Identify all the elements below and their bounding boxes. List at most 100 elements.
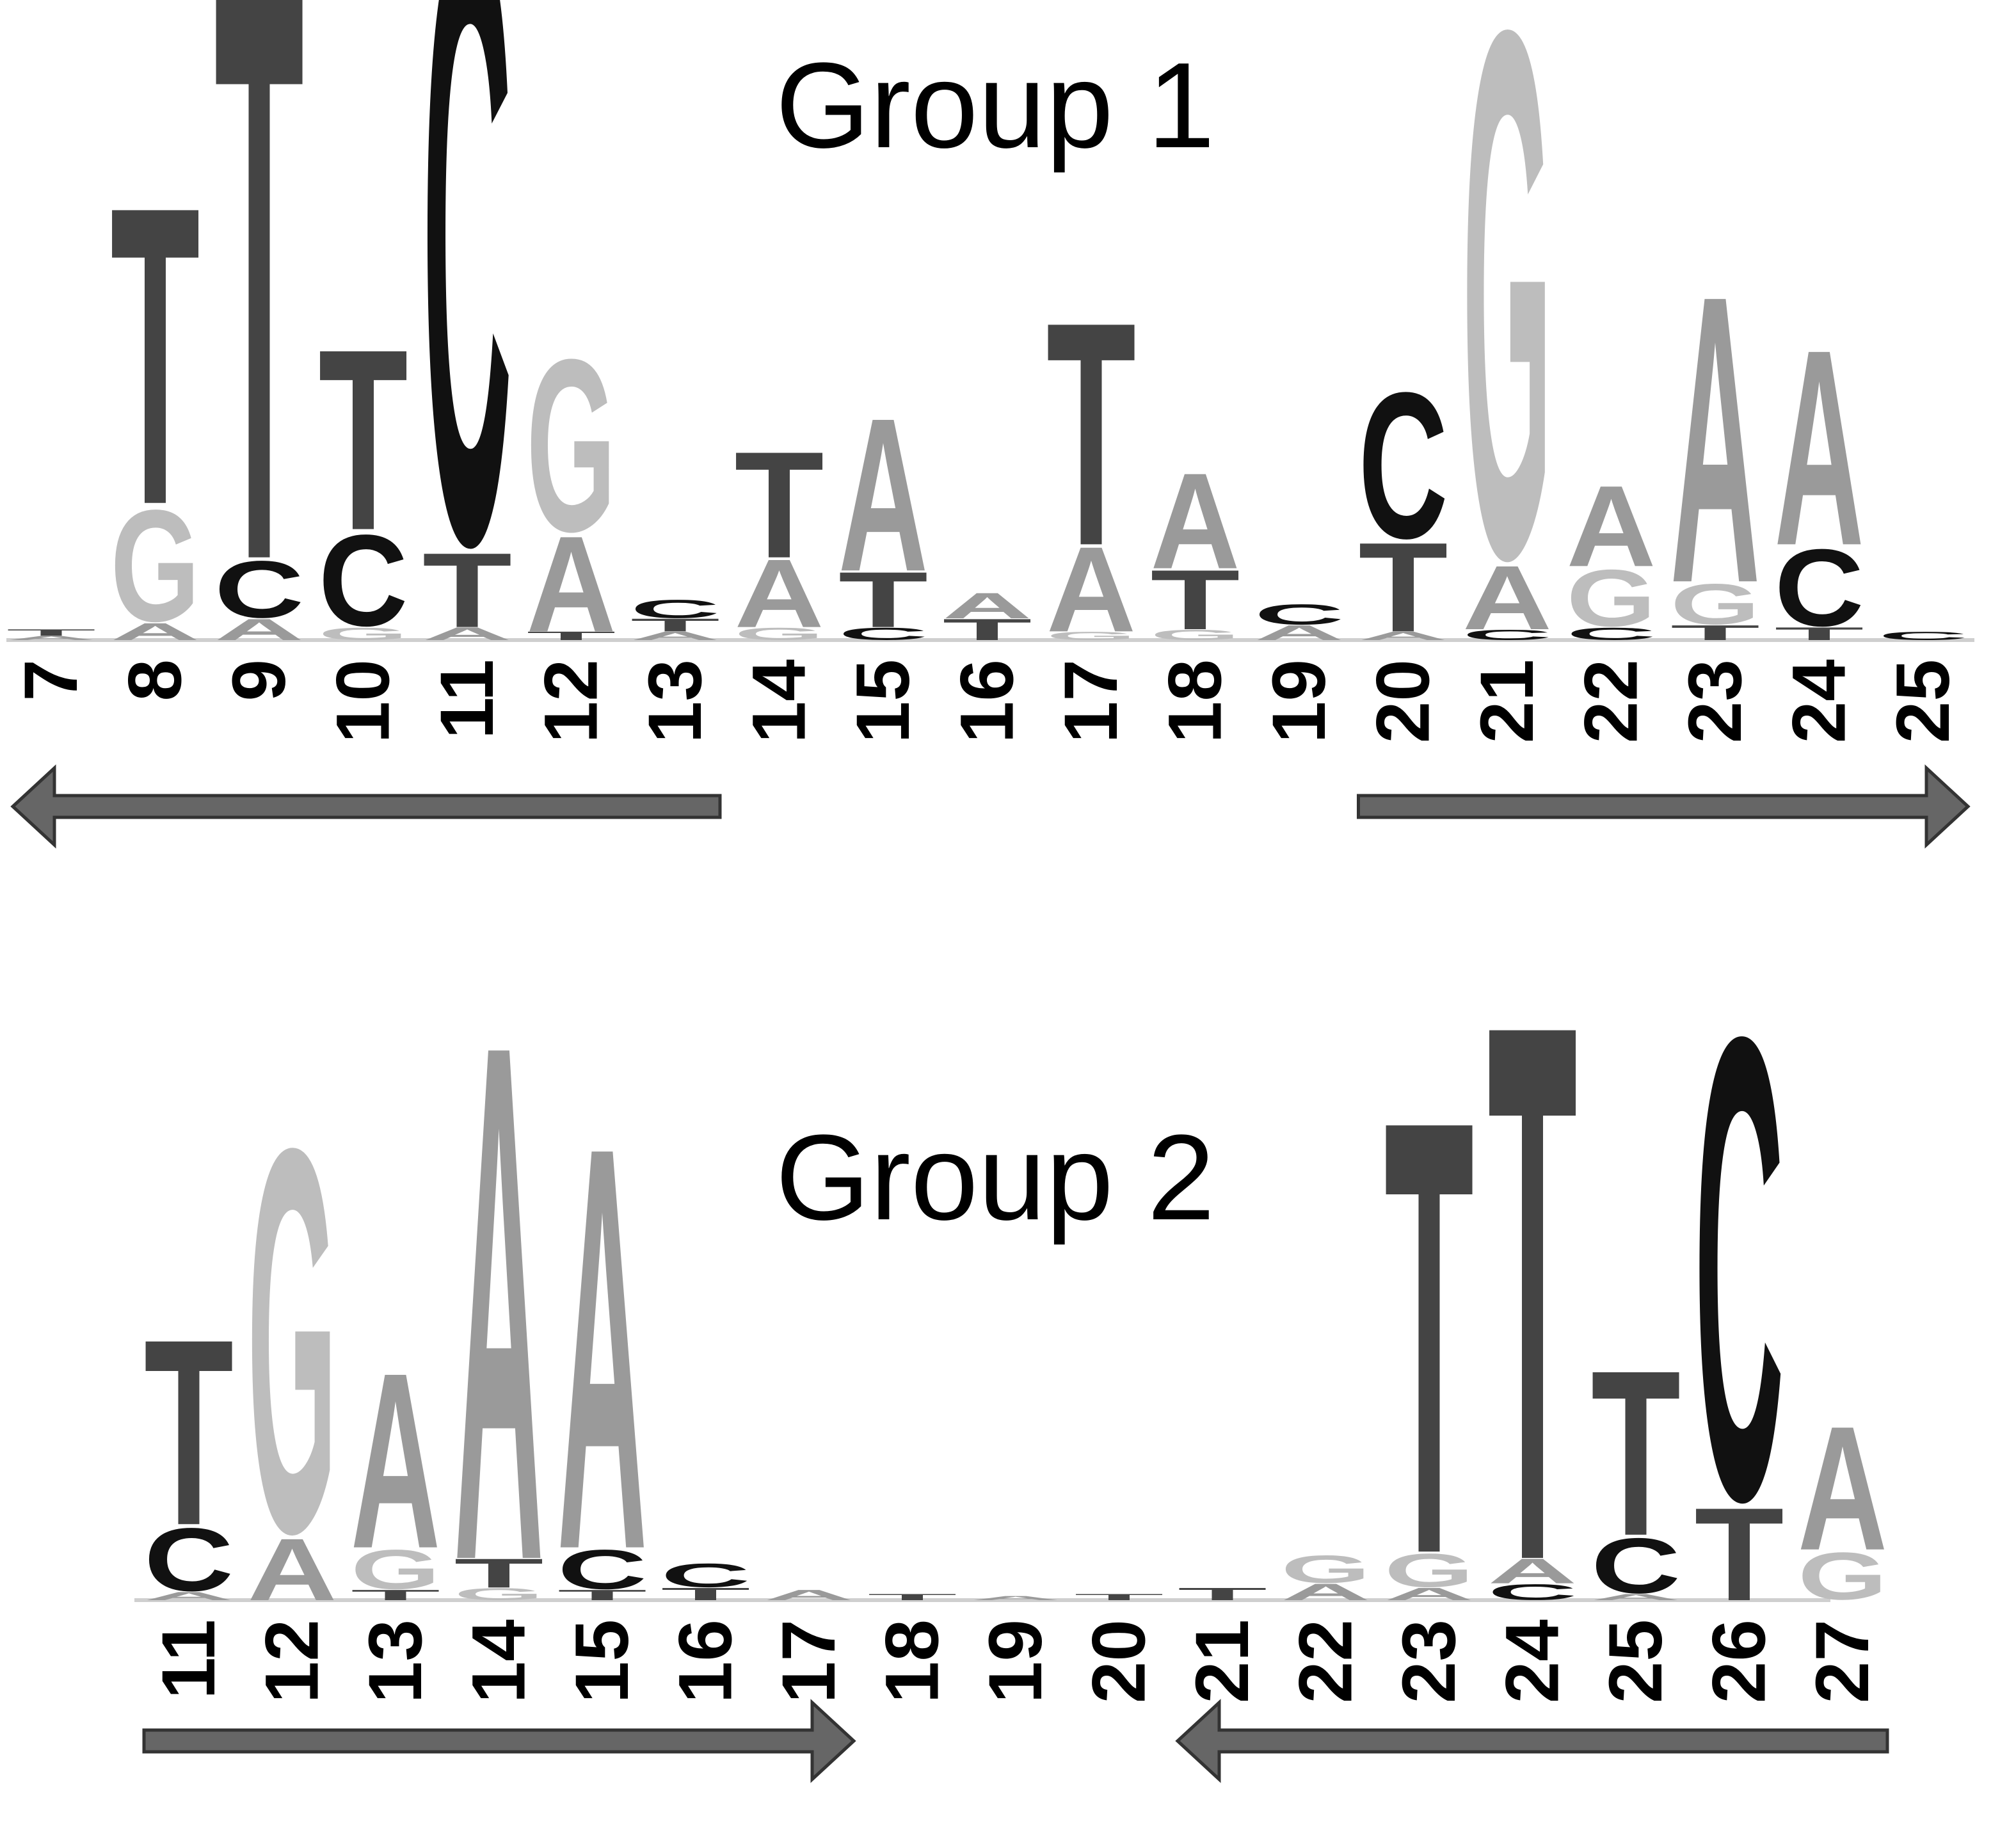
position-label: 11 [147,1619,231,1699]
logo-letter-G: G [1567,552,1656,643]
position-label: 27 [1800,1619,1885,1703]
logo-letter-T: T [351,1587,440,1603]
logo-letter-A: A [422,624,512,645]
logo-letter-C: C [1359,348,1448,582]
logo-letter-C: C [661,1557,751,1594]
letter-stack: AGT [1384,991,1474,1684]
logo-letter-T: T [1384,991,1474,1684]
position-label: 22 [1284,1619,1368,1703]
logo-letter-C: C [144,1509,234,1610]
right-arrow-icon [142,1699,856,1783]
logo-letter-C: C [1695,901,1784,1638]
position-label: 9 [217,659,301,702]
logo-letter-A: A [1254,621,1344,645]
position-label: 13 [633,659,717,743]
letter-stack: C [1878,629,1968,642]
logo-letter-A: A [838,372,928,617]
logo-letter-G: G [351,1539,440,1601]
letter-stack: AG [1281,1548,1371,1605]
letter-stack: ACT [214,0,304,732]
left-arrow-icon [1175,1699,1889,1783]
logo-letter-A: A [943,586,1032,626]
position-label: 16 [664,1619,748,1703]
logo-letter-A: A [1567,461,1656,591]
position-label: 23 [1673,659,1757,743]
logo-letter-G: G [527,307,616,582]
letter-stack: CAG [1462,0,1552,715]
logo-letter-T: T [1695,1480,1784,1629]
logo-letter-T: T [1075,1592,1164,1602]
group-1-title: Group 1 [776,38,1215,173]
letter-stack: T [1075,1592,1164,1602]
logo-letter-T: T [868,1592,957,1602]
logo-letter-C: C [838,624,928,643]
letter-stack: GA [1798,1390,1887,1614]
logo-letter-T: T [838,556,928,644]
logo-letter-A: A [630,629,720,643]
logo-letter-G: G [1046,630,1136,643]
logo-letter-T: T [943,613,1032,646]
position-label: 12 [250,1619,335,1703]
letter-stack: AC [1254,598,1344,645]
logo-letter-C: C [1567,624,1656,643]
position-label: 11 [425,659,509,739]
group-1-motif-arrows [10,764,1971,849]
position-label: 10 [321,659,406,743]
position-label: 17 [767,1619,851,1703]
letter-stack: A [764,1587,854,1603]
logo-letter-A: A [1359,629,1448,643]
position-label: 8 [113,659,198,702]
logo-letter-A: A [764,1587,854,1603]
position-label: 19 [1257,659,1341,743]
logo-letter-T: T [1151,552,1240,647]
group-2-title: Group 2 [776,1110,1215,1246]
logo-letter-T: T [661,1584,751,1604]
position-label: 22 [1569,659,1654,743]
logo-letter-A: A [1281,1579,1371,1605]
left-arrow-icon [10,764,722,849]
logo-letter-T: T [214,0,304,732]
letter-stack: CTA [838,372,928,644]
logo-letter-T: T [1591,1322,1681,1585]
logo-letter-A: A [144,1589,234,1603]
letter-stack: ACT [144,1285,234,1610]
logo-letter-A: A [1462,547,1552,649]
letter-stack: TC [1695,901,1784,1638]
logo-letter-C: C [1878,629,1968,642]
position-label: 17 [1049,659,1133,743]
position-label: 19 [973,1619,1058,1703]
letter-stack: TGA [351,1321,440,1603]
letter-stack: TA [943,586,1032,646]
letter-stack: AG [248,1035,337,1647]
letter-stack: TCA [557,1026,647,1669]
logo-letter-A: A [1488,1551,1578,1591]
logo-letter-T: T [6,627,96,637]
logo-letter-T: T [422,531,512,650]
letter-stack: TGA [1670,211,1760,669]
logo-letter-G: G [319,624,408,643]
logo-letter-T: T [735,421,824,590]
logo-letter-A: A [1046,521,1136,657]
letter-stack: T [1178,1584,1267,1604]
logo-letter-G: G [1151,627,1240,643]
position-label: 13 [353,1619,438,1703]
logo-letter-C: C [1254,598,1344,630]
logo-letter-G: G [1384,1544,1474,1597]
logo-letter-T: T [630,615,720,636]
letter-stack: ATC [422,0,512,728]
position-label: 20 [1077,1619,1162,1703]
position-label: 25 [1594,1619,1678,1703]
group-2-motif-arrows [142,1699,1889,1783]
logo-letter-A: A [111,618,200,645]
logo-letter-C: C [319,508,408,653]
logo-letter-T: T [144,1285,234,1581]
logo-letter-G: G [1798,1539,1887,1614]
logo-letter-T: T [1178,1584,1267,1604]
logo-letter-C: C [557,1538,647,1601]
